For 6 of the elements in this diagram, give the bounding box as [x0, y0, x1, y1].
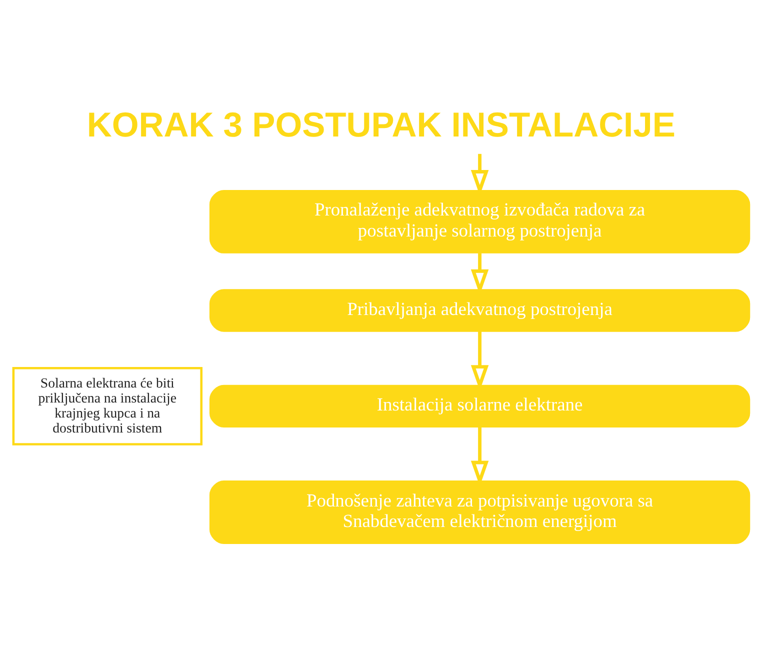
node-box: Pribavljanja adekvatnog postrojenja	[209, 288, 750, 332]
node-box: Solarna elektrana će biti priključena na instalacije krajnjeg kupca i na dostributivni sistem	[12, 366, 203, 445]
node-box: Pronalaženje adekvatnog izvođača radova za postavljanje solarnog postrojenja	[209, 190, 750, 253]
node-box: Instalacija solarne elektrane	[209, 384, 750, 428]
diagram-title: KORAK 3 POSTUPAK INSTALACIJE	[86, 106, 676, 144]
node-box: Podnošenje zahteva za potpisivanje ugovora sa Snabdevačem električnom energijom	[209, 480, 750, 544]
